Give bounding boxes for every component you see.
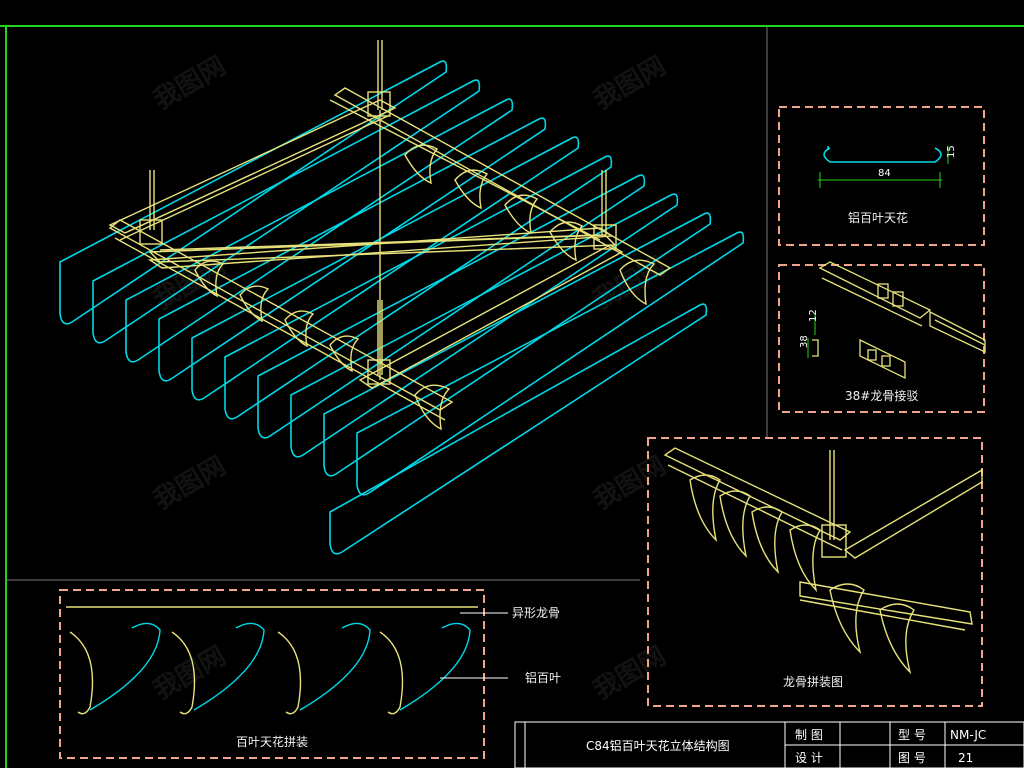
detail-blade-assembly-label: 百叶天花拼装 <box>236 734 308 749</box>
dim-width-84: 84 <box>878 168 891 179</box>
detail-blade-assembly-box: 异形龙骨 铝百叶 百叶天花拼装 <box>59 589 561 759</box>
drawn-by-label: 制 图 <box>795 728 823 742</box>
aluminum-blade-strip <box>323 212 712 477</box>
dim-height-15: 15 <box>946 145 957 158</box>
model-value: NM-JC <box>950 728 986 742</box>
callout-aluminum-blade: 铝百叶 <box>525 670 561 685</box>
watermark-text: 我图网 <box>589 451 672 516</box>
drawing-title: C84铝百叶天花立体结构图 <box>586 738 730 753</box>
aluminum-blade-strip <box>257 174 646 439</box>
callout-special-keel: 异形龙骨 <box>512 606 560 620</box>
detail-keel-assembly-label: 龙骨拼装图 <box>783 675 843 689</box>
dim-flange-12: 12 <box>808 309 819 322</box>
keel-frame <box>108 40 672 431</box>
aluminum-blade-strip <box>329 303 708 555</box>
dim-height-38: 38 <box>799 335 810 348</box>
drawing-frame <box>0 25 1024 768</box>
watermark-text: 我图网 <box>149 641 232 706</box>
watermark-text: 我图网 <box>589 641 672 706</box>
aluminum-blade-strip <box>356 231 745 496</box>
aluminum-blade-strip <box>125 98 514 363</box>
aluminum-blade-strip <box>92 79 481 344</box>
detail-keel-assembly-box: 龙骨拼装图 <box>647 437 983 707</box>
watermark-text: 我图网 <box>589 251 672 316</box>
watermark-text: 我图网 <box>149 51 232 116</box>
detail-aluminum-ceiling-box: 84 15 铝百叶天花 <box>778 106 985 246</box>
aluminum-blades <box>59 60 745 555</box>
aluminum-blade-strip <box>59 60 448 325</box>
watermark-text: 我图网 <box>149 451 232 516</box>
detail-keel-splice-box: 38 12 38#龙骨接驳 <box>778 261 986 413</box>
title-block: C84铝百叶天花立体结构图 制 图 设 计 型 号 图 号 NM-JC 21 <box>514 721 1024 768</box>
aluminum-blade-strip <box>191 136 580 401</box>
detail-aluminum-ceiling-label: 铝百叶天花 <box>848 210 908 225</box>
watermark-text: 我图网 <box>589 51 672 116</box>
drawing-number-label: 图 号 <box>898 751 926 765</box>
drawing-number-value: 21 <box>958 751 973 765</box>
aluminum-blade-strip <box>290 193 679 458</box>
detail-keel-splice-label: 38#龙骨接驳 <box>845 388 918 403</box>
designed-by-label: 设 计 <box>795 751 823 765</box>
isometric-ceiling-view <box>59 40 745 555</box>
model-label: 型 号 <box>898 728 926 742</box>
aluminum-blade-strip <box>224 155 613 420</box>
